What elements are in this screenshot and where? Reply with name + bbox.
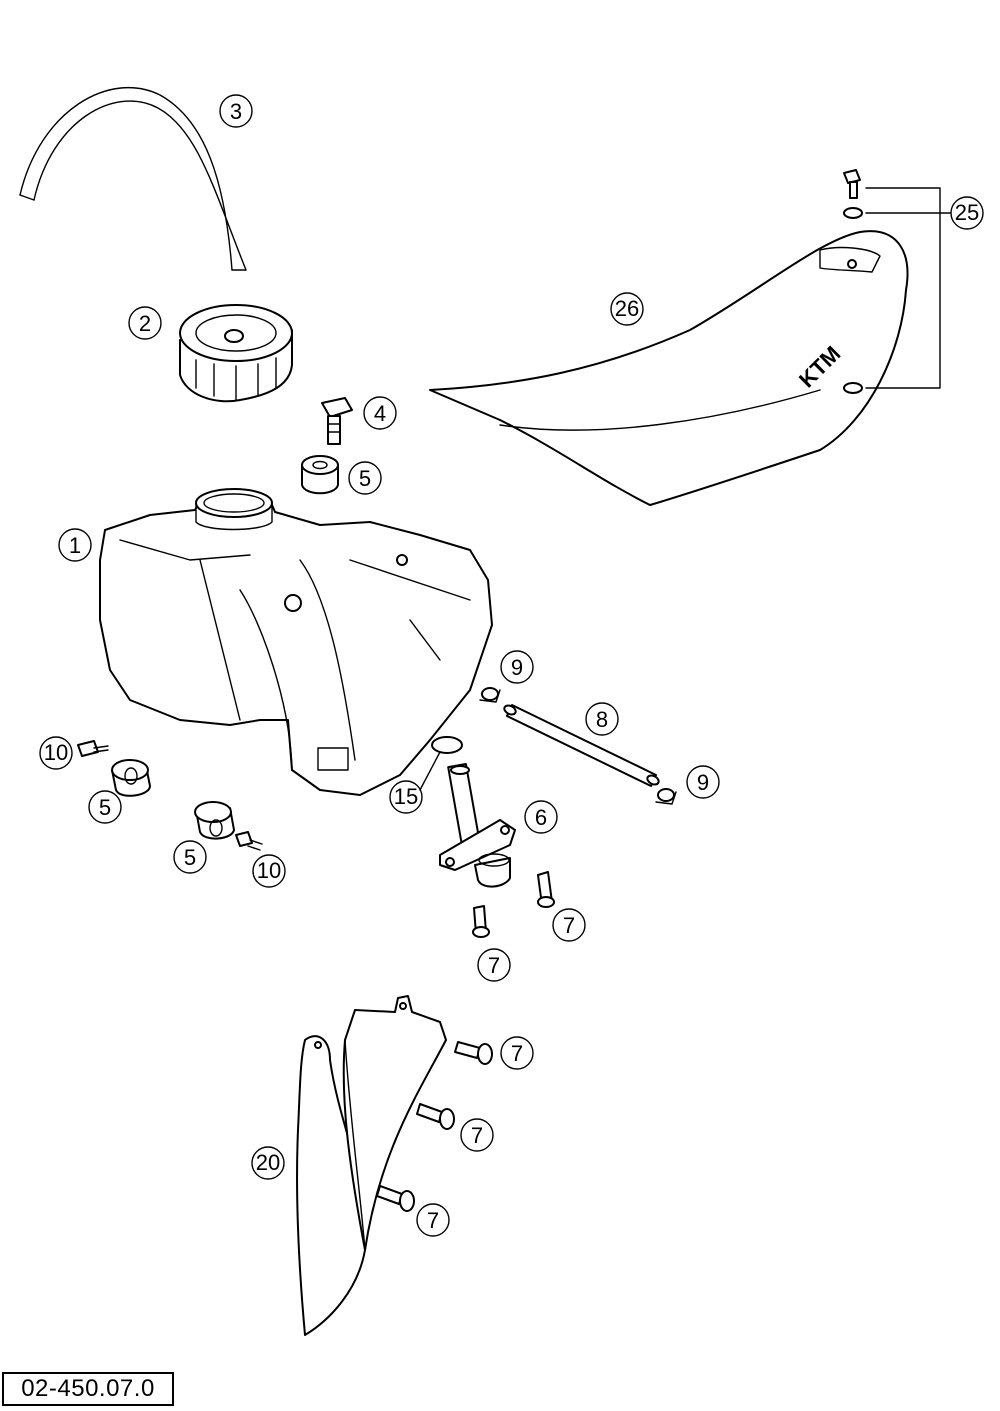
rubber-bushing — [301, 455, 339, 495]
breather-hose — [19, 86, 247, 271]
svg-text:3: 3 — [230, 99, 242, 124]
screw — [376, 1185, 415, 1212]
callout-5: 5 — [348, 461, 382, 495]
callout-1: 1 — [58, 528, 92, 562]
svg-text:7: 7 — [471, 1123, 483, 1148]
svg-text:5: 5 — [184, 845, 196, 870]
svg-text:4: 4 — [374, 401, 386, 426]
svg-text:7: 7 — [488, 953, 500, 978]
tank-spoiler — [296, 995, 447, 1336]
screw — [472, 905, 490, 938]
svg-text:1: 1 — [69, 533, 81, 558]
fuel-line — [503, 704, 660, 787]
svg-text:15: 15 — [394, 784, 418, 809]
svg-text:20: 20 — [256, 1150, 280, 1175]
drawing-code: 02-450.07.0 — [2, 1372, 174, 1406]
callout-7: 7 — [500, 1036, 534, 1070]
screw — [537, 871, 555, 908]
svg-text:26: 26 — [615, 296, 639, 321]
o-ring — [419, 736, 463, 791]
callout-10: 10 — [252, 854, 286, 888]
mounting-screw — [77, 740, 109, 757]
seat: KTM — [429, 230, 909, 506]
svg-text:8: 8 — [596, 707, 608, 732]
callout-8: 8 — [585, 702, 619, 736]
callout-3: 3 — [219, 94, 253, 128]
callout-2: 2 — [128, 306, 162, 340]
svg-text:2: 2 — [139, 311, 151, 336]
callout-5: 5 — [173, 840, 207, 874]
callout-26: 26 — [610, 292, 644, 326]
callout-20: 20 — [251, 1146, 285, 1180]
rubber-bushing — [194, 801, 235, 840]
callout-25: 25 — [950, 196, 984, 230]
svg-text:5: 5 — [99, 795, 111, 820]
screw — [416, 1103, 455, 1130]
svg-text:25: 25 — [955, 200, 979, 225]
callout-7: 7 — [460, 1118, 494, 1152]
fuel-tank — [99, 488, 493, 796]
callout-7: 7 — [552, 908, 586, 942]
rubber-bushing — [111, 759, 151, 797]
callout-7: 7 — [477, 948, 511, 982]
svg-text:6: 6 — [535, 805, 547, 830]
fuel-tap — [439, 763, 516, 888]
fuel-cap — [179, 304, 293, 403]
screw — [454, 1041, 493, 1065]
svg-text:7: 7 — [563, 913, 575, 938]
callout-15: 15 — [389, 780, 423, 814]
tank-bolt — [321, 397, 353, 445]
svg-text:10: 10 — [257, 858, 281, 883]
callout-6: 6 — [524, 800, 558, 834]
svg-text:9: 9 — [697, 770, 709, 795]
svg-text:9: 9 — [511, 655, 523, 680]
seat-screw-set — [843, 169, 951, 394]
callout-5: 5 — [88, 790, 122, 824]
svg-text:10: 10 — [44, 740, 68, 765]
svg-text:7: 7 — [511, 1041, 523, 1066]
svg-text:7: 7 — [427, 1208, 439, 1233]
callout-9: 9 — [500, 650, 534, 684]
callout-7: 7 — [416, 1203, 450, 1237]
mounting-screw — [235, 831, 263, 851]
callout-4: 4 — [363, 396, 397, 430]
svg-text:5: 5 — [359, 466, 371, 491]
hose-clamp — [479, 687, 501, 703]
hose-clamp — [655, 788, 677, 805]
callout-9: 9 — [686, 765, 720, 799]
callout-10: 10 — [39, 736, 73, 770]
